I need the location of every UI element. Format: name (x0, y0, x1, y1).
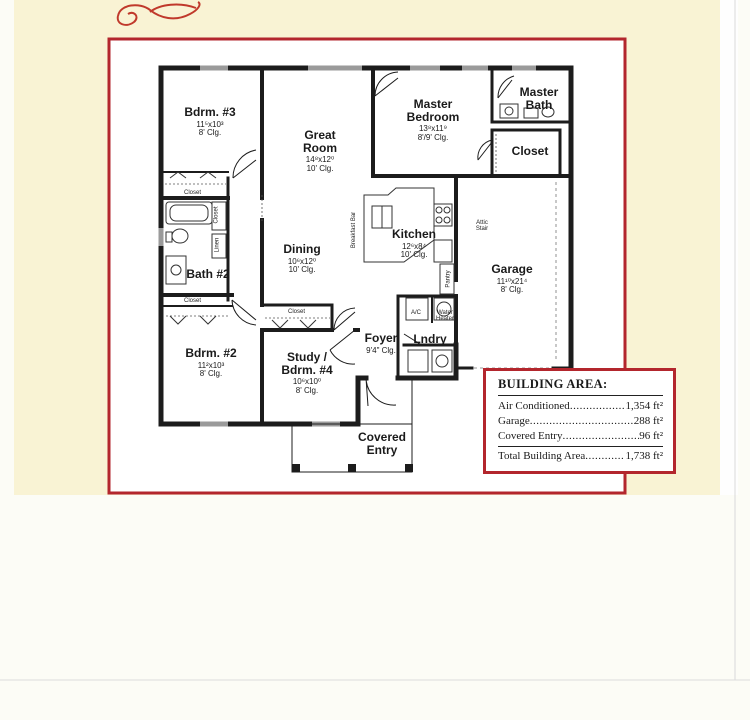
room-dims: 11⁵x10³ (196, 119, 224, 129)
room-name: Kitchen (391, 227, 436, 241)
room-master-bedroom: Master Bedroom 13⁸x11⁹ 8'/9' Clg. (400, 98, 466, 142)
room-master-bath: Master Bath (514, 86, 564, 111)
building-area-box: BUILDING AREA: Air Conditioned 1,354 ft²… (483, 368, 676, 474)
area-label: Garage (498, 415, 530, 427)
area-row-garage: Garage 288 ft² (498, 414, 663, 429)
attic-stair-label: Attic Stair (475, 220, 489, 232)
room-bath-2: Bath #2 (183, 268, 233, 281)
room-ceiling: 8' Clg. (198, 127, 222, 137)
room-name: Closet (511, 144, 549, 158)
room-great-room: Great Room 14⁸x12⁰ 10' Clg. (290, 129, 350, 173)
room-name-line2: Room (303, 140, 337, 155)
room-kitchen: Kitchen 12⁶x8⁴ 10' Clg. (386, 228, 442, 259)
room-name-line2: Entry (366, 442, 398, 457)
room-garage: Garage 11¹⁰x21⁴ 8' Clg. (482, 263, 542, 294)
room-name: Garage (491, 262, 533, 276)
room-laundry: Lndry (408, 333, 452, 346)
area-value: 288 ft² (633, 415, 663, 427)
area-value: 96 ft² (639, 430, 663, 442)
room-dims: 9'4" Clg. (366, 345, 396, 355)
room-name: Bath #2 (186, 267, 230, 281)
room-name: Bdrm. #2 (185, 346, 237, 360)
building-area-title: BUILDING AREA: (498, 377, 663, 396)
area-value: 1,354 ft² (625, 400, 663, 412)
room-dims: 11¹⁰x21⁴ (496, 276, 528, 286)
room-ceiling: 8'/9' Clg. (417, 132, 449, 142)
room-dims: 11²x10³ (197, 360, 225, 370)
ac-label: A/C (411, 310, 422, 316)
room-name: Foyer (364, 331, 398, 345)
area-label: Covered Entry (498, 430, 563, 442)
room-dims: 10⁶x10⁰ (292, 377, 322, 387)
area-row-covered-entry: Covered Entry 96 ft² (498, 429, 663, 444)
room-name-line1: Study / (286, 350, 327, 364)
room-ceiling: 10' Clg. (400, 249, 428, 259)
closet-label-study: Closet (288, 309, 306, 315)
room-ceiling: 8' Clg. (295, 385, 319, 395)
room-covered-entry: Covered Entry (352, 431, 412, 456)
outer-wall (158, 65, 574, 371)
leader-dots (585, 449, 625, 464)
leader-dots (570, 399, 626, 414)
room-ceiling: 10' Clg. (288, 264, 316, 274)
leader-dots (530, 414, 634, 429)
room-study: Study / Bdrm. #4 10⁶x10⁰ 8' Clg. (276, 351, 338, 395)
area-row-air-conditioned: Air Conditioned 1,354 ft² (498, 399, 663, 414)
room-foyer: Foyer 9'4" Clg. (358, 332, 404, 355)
linen-label: Linen (214, 237, 221, 253)
room-name: Bdrm. #3 (184, 105, 236, 119)
pantry-label: Pantry (445, 270, 452, 288)
room-ceiling: 8' Clg. (500, 284, 524, 294)
area-row-total: Total Building Area 1,738 ft² (498, 446, 663, 464)
closet-label-bdrm3: Closet (184, 190, 202, 196)
room-name: Dining (283, 242, 321, 256)
area-label: Total Building Area (498, 450, 586, 462)
area-label: Air Conditioned (498, 400, 570, 412)
room-name-line2: Bedroom (406, 109, 460, 124)
room-master-closet: Closet (505, 145, 555, 158)
room-name-line1: Master (519, 85, 559, 99)
room-name-line2: Bdrm. #4 (281, 362, 333, 377)
room-ceiling: 10' Clg. (306, 163, 334, 173)
room-name-line1: Great (304, 128, 336, 142)
room-name-line1: Covered (357, 430, 407, 444)
room-bedroom-2: Bdrm. #2 11²x10³ 8' Clg. (181, 347, 241, 378)
room-name-line2: Bath (525, 97, 553, 112)
water-heater-label: Water Heater (435, 310, 454, 322)
room-dims: 12⁶x8⁴ (401, 241, 427, 251)
room-dining: Dining 10⁶x12⁰ 10' Clg. (272, 243, 332, 274)
room-dims: 14⁸x12⁰ (305, 155, 335, 165)
area-value: 1,738 ft² (625, 450, 663, 462)
breakfast-bar-label: Breakfast Bar (351, 211, 358, 249)
room-ceiling: 8' Clg. (199, 368, 223, 378)
closet-label-bdrm2: Closet (184, 298, 202, 304)
decorative-scroll (116, 1, 201, 26)
room-name-line1: Master (413, 97, 453, 111)
room-dims: 10⁶x12⁰ (287, 256, 317, 266)
room-bedroom-3: Bdrm. #3 11⁵x10³ 8' Clg. (180, 106, 240, 137)
room-name: Lndry (413, 332, 447, 346)
room-dims: 13⁸x11⁹ (418, 124, 447, 134)
closet-label-bath: Closet (213, 206, 220, 224)
leader-dots (562, 429, 639, 444)
